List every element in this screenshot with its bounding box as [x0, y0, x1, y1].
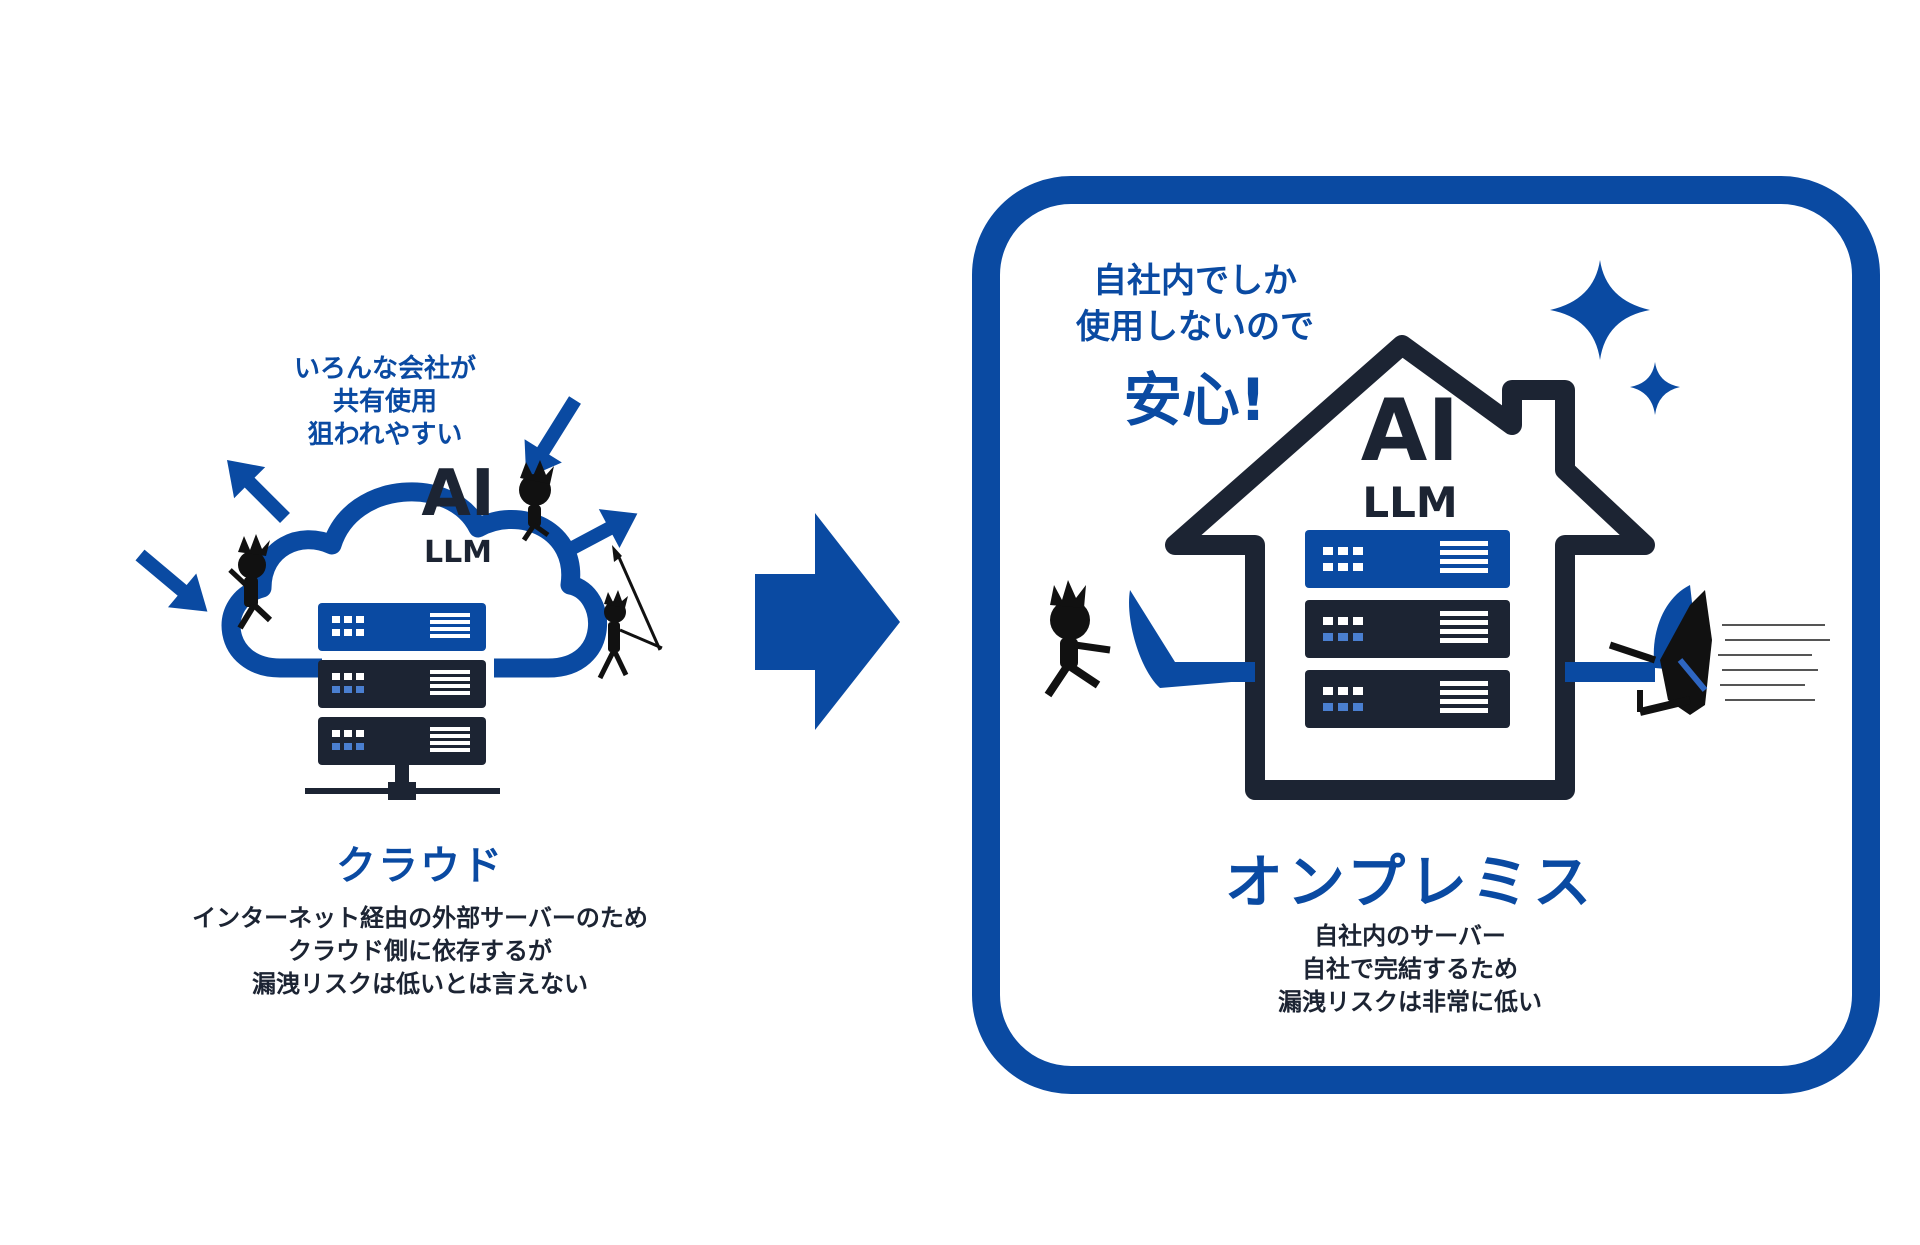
cloud-llm-label: LLM: [423, 535, 493, 570]
sparkle-icon: [1630, 362, 1680, 415]
attacker-figure-icon: [519, 460, 554, 542]
cloud-tagline-line: いろんな会社が: [293, 354, 476, 384]
speed-lines: [1718, 624, 1830, 701]
cloud-description: インターネット経由の外部サーバーのため クラウド側に依存するが 漏洩リスクは低い…: [145, 902, 695, 1001]
onprem-description-line: 漏洩リスクは非常に低い: [1278, 988, 1542, 1016]
cloud-server-rack-icon: [305, 603, 500, 800]
cloud-attack-arrows: [135, 396, 638, 612]
cloud-title: クラウド: [336, 843, 504, 889]
cloud-ai-label: AI: [421, 457, 495, 531]
sparkle-icon: [1550, 260, 1650, 360]
onprem-title: オンプレミス: [1224, 848, 1596, 916]
cloud-description-line: 漏洩リスクは低いとは言えない: [252, 970, 588, 998]
attacker-figure-icon: [228, 534, 273, 630]
onprem-tagline-line: 自社内でしか: [1093, 261, 1297, 301]
cloud-section: [135, 396, 663, 800]
cloud-description-line: インターネット経由の外部サーバーのため: [192, 904, 648, 932]
onprem-tagline: 自社内でしか 使用しないので: [1035, 258, 1355, 350]
house-llm-label: LLM: [1362, 478, 1458, 527]
right-arrow-icon: [755, 513, 900, 730]
attacker-figure-icon: [1044, 580, 1111, 698]
attacker-figure-icon: [1608, 590, 1712, 716]
onprem-panel: [972, 176, 1880, 1094]
onprem-description-line: 自社で完結するため: [1302, 955, 1518, 983]
onprem-emphasis: 安心!: [1123, 366, 1267, 434]
onprem-tagline-line: 使用しないので: [1076, 307, 1314, 347]
cloud-description-line: クラウド側に依存するが: [288, 937, 552, 965]
house-ai-label: AI: [1360, 381, 1460, 481]
attacker-figure-icon: [597, 545, 663, 680]
house-server-rack-icon: [1305, 530, 1510, 728]
onprem-description: 自社内のサーバー 自社で完結するため 漏洩リスクは非常に低い: [1195, 920, 1625, 1019]
house-icon: [1165, 335, 1655, 800]
onprem-description-line: 自社内のサーバー: [1314, 922, 1506, 950]
cloud-tagline: いろんな会社が 共有使用 狙われやすい: [245, 353, 525, 452]
cloud-tagline-line: 狙われやすい: [307, 420, 463, 450]
cloud-tagline-line: 共有使用: [332, 387, 437, 417]
